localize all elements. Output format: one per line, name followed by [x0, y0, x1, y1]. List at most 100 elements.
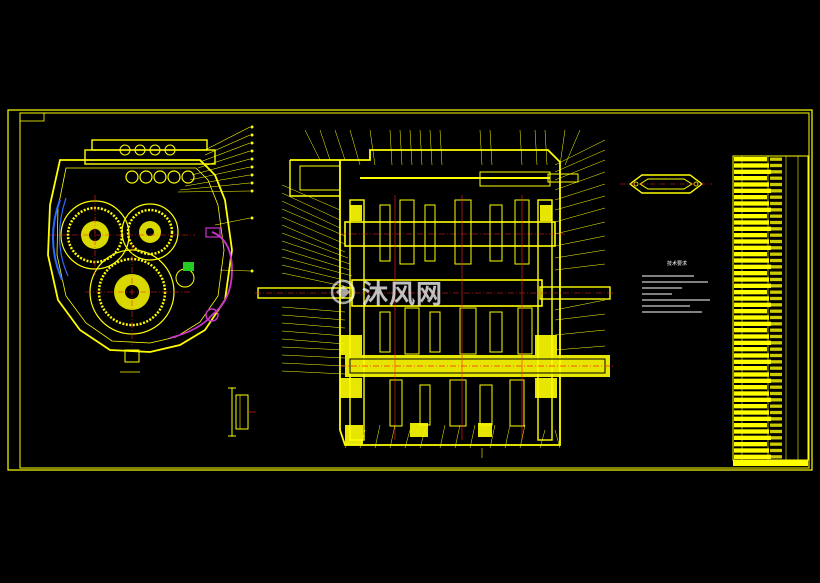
parts-table-row-material	[770, 239, 782, 244]
parts-table-row	[734, 220, 769, 225]
parts-table-row	[734, 233, 767, 238]
parts-table-row	[734, 201, 769, 206]
parts-table-row	[734, 157, 767, 162]
parts-table-row-material	[770, 163, 782, 168]
section-view	[255, 129, 615, 458]
parts-table-row-material	[770, 385, 782, 389]
parts-table-row-material	[770, 252, 782, 256]
parts-table-row-material	[770, 410, 782, 415]
parts-table-row-material	[770, 429, 782, 434]
parts-table-row-material	[770, 157, 782, 161]
parts-table-row-material	[770, 214, 782, 218]
parts-table-row	[734, 334, 769, 339]
parts-table-row-material	[770, 284, 782, 288]
parts-table-row-material	[770, 296, 782, 301]
parts-table-row-material	[770, 391, 782, 396]
parts-table-row-material	[770, 176, 782, 180]
parts-table-row	[734, 296, 769, 301]
parts-table-row	[734, 435, 771, 440]
parts-table-row-material	[770, 328, 782, 332]
watermark: 沐风网	[330, 272, 500, 312]
parts-table-row	[734, 442, 767, 447]
parts-table-row-material	[770, 201, 782, 206]
parts-table-row	[734, 195, 767, 200]
parts-list-table	[732, 155, 809, 466]
parts-table-row	[734, 245, 771, 250]
parts-table-row-material	[770, 379, 782, 383]
parts-table-row	[734, 391, 769, 396]
parts-table-row-material	[770, 442, 782, 446]
parts-table-row	[734, 448, 769, 453]
parts-table-row-material	[770, 360, 782, 364]
parts-table-row	[734, 429, 769, 434]
parts-table-row	[734, 169, 771, 174]
parts-table-row-material	[770, 265, 782, 269]
parts-table-row-material	[770, 189, 782, 193]
parts-table-row-material	[770, 334, 782, 339]
parts-table-row	[734, 271, 767, 276]
parts-table-row	[734, 176, 767, 181]
parts-table-row	[734, 378, 771, 383]
parts-table-row	[734, 385, 767, 390]
sheet-outer-border	[7, 109, 813, 471]
parts-table-row-material	[770, 271, 782, 275]
parts-table-row-material	[770, 303, 782, 307]
parts-table-row	[734, 163, 769, 168]
parts-table-row	[734, 423, 767, 428]
parts-table-row	[734, 416, 771, 421]
parts-table-row	[734, 207, 771, 212]
parts-table-row-material	[770, 233, 782, 237]
technical-requirements: 技术要求	[642, 260, 712, 324]
parts-table-row	[734, 340, 771, 345]
parts-table-row	[734, 328, 767, 333]
parts-table-row-material	[770, 208, 782, 212]
technical-requirements-title: 技术要求	[666, 261, 687, 267]
parts-table-row-material	[770, 246, 782, 250]
parts-table-row	[734, 258, 769, 263]
parts-table-row	[734, 410, 769, 415]
parts-table-row	[734, 404, 767, 409]
watermark-text: 沐风网	[362, 279, 444, 310]
parts-table-row-material	[770, 436, 782, 440]
parts-table-row-material	[770, 455, 782, 459]
parts-table-row-material	[770, 220, 782, 225]
parts-table-row	[734, 226, 771, 231]
parts-table-row-material	[770, 315, 782, 320]
parts-table-row	[734, 214, 767, 219]
parts-table-row	[734, 366, 767, 371]
parts-table-row-material	[770, 290, 782, 294]
front-view	[47, 125, 254, 373]
parts-table-row	[734, 309, 767, 314]
watermark-logo-icon	[330, 279, 356, 305]
parts-table-row-material	[770, 347, 782, 351]
parts-table-row	[734, 359, 771, 364]
parts-table-row	[734, 347, 767, 352]
parts-table-row	[734, 188, 771, 193]
parts-table-row	[734, 454, 771, 459]
corner-box	[19, 112, 45, 122]
sheet-inner-border	[19, 112, 810, 469]
parts-table-row-material	[770, 258, 782, 263]
parts-table-row	[734, 372, 769, 377]
parts-table-row-material	[770, 182, 782, 187]
title-block	[733, 460, 808, 466]
parts-table-row	[734, 397, 771, 402]
parts-table-row	[734, 302, 771, 307]
parts-table-row	[734, 315, 769, 320]
parts-table-row-material	[770, 404, 782, 408]
parts-table-row	[734, 264, 771, 269]
parts-table-row	[734, 239, 769, 244]
parts-table-row	[734, 252, 767, 257]
parts-table-row	[734, 321, 771, 326]
parts-table-row-material	[770, 309, 782, 313]
requirements-text-lines	[642, 275, 710, 313]
parts-table-row-material	[770, 372, 782, 377]
cover-detail-view	[228, 387, 256, 437]
parts-table-row-material	[770, 322, 782, 326]
parts-table-row-material	[770, 398, 782, 402]
parts-table-row-material	[770, 341, 782, 345]
parts-table-row-material	[770, 170, 782, 174]
parts-table-row-material	[770, 195, 782, 199]
